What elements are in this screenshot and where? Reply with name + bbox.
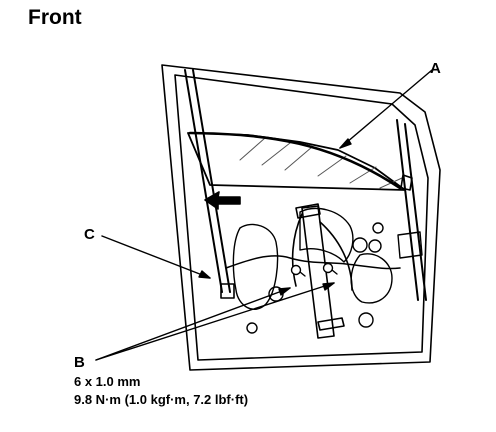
front-window-channel [184,69,235,299]
window-glass [187,132,406,191]
callout-b-label: B [74,354,85,371]
door-openings [232,207,423,334]
mounting-bolts [290,262,338,277]
door-outer-frame [161,64,441,371]
bolt-icon [322,262,334,274]
rear-window-channel [396,119,427,301]
glass-top-edge [188,131,402,190]
leader-lines [95,69,433,361]
leader-c [101,235,211,279]
leader-b2 [95,282,335,361]
front-direction-arrow [204,191,241,210]
bolt-size-spec: 6 x 1.0 mm [74,374,141,389]
bolt-icon [290,264,302,276]
wire-harness [225,255,401,270]
leader-b1 [95,287,291,361]
leader-a [339,69,433,149]
window-regulator-rail [291,203,353,339]
torque-spec: 9.8 N·m (1.0 kgf·m, 7.2 lbf·ft) [74,392,249,407]
callout-a-label: A [430,60,441,77]
diagram-title: Front [28,6,82,29]
callout-c-label: C [84,226,95,243]
